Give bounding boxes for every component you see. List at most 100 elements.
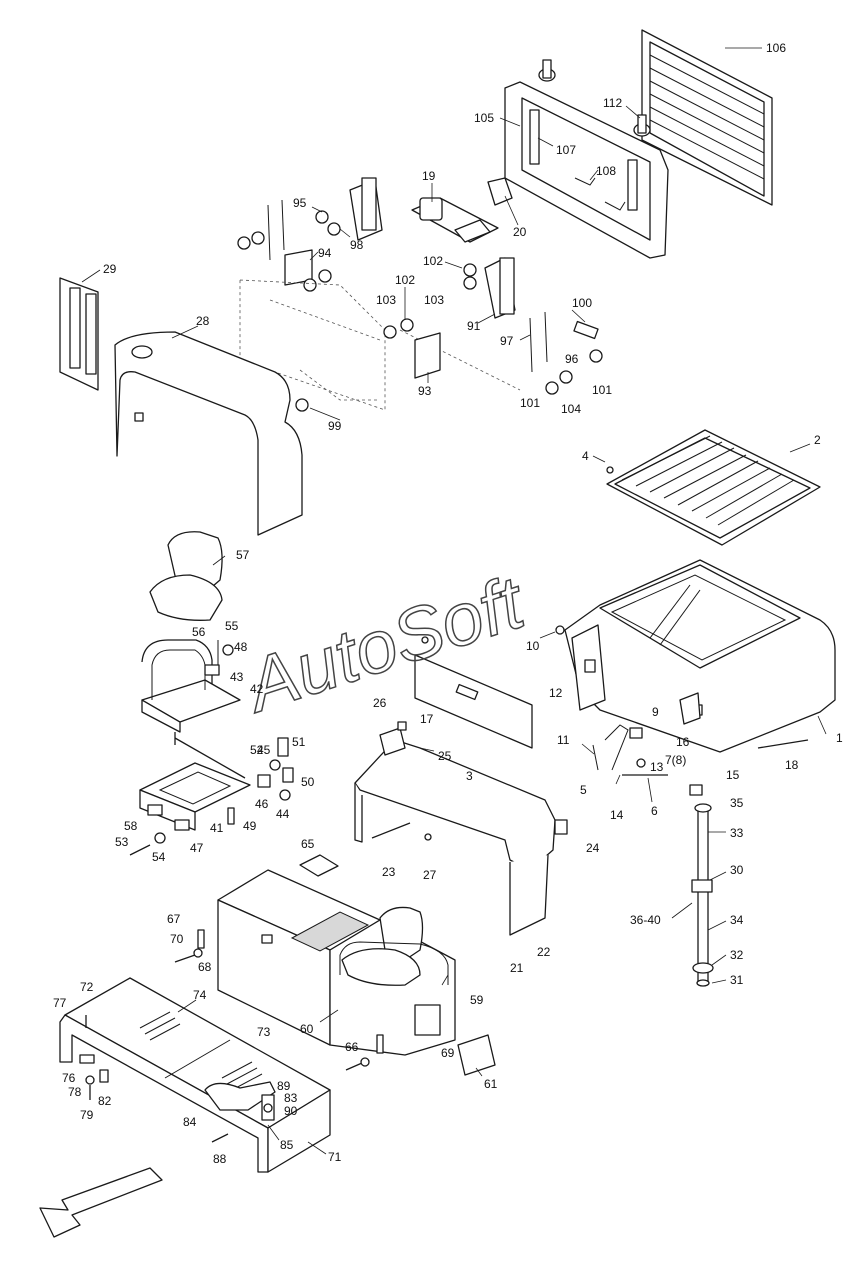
callout-95: 95 <box>293 196 307 210</box>
part-1-housing <box>564 559 836 753</box>
part-19-bracket <box>411 197 499 243</box>
part-23-bar <box>371 822 432 841</box>
callout-47: 47 <box>190 841 204 855</box>
callout-20: 20 <box>513 225 527 239</box>
callout-66: 66 <box>345 1040 359 1054</box>
direction-arrow <box>39 1167 163 1238</box>
callout-79: 79 <box>80 1108 94 1122</box>
part-84-pedal <box>204 1081 276 1121</box>
callout-5: 5 <box>580 783 587 797</box>
callout-18: 18 <box>785 758 799 772</box>
part-51-52-fittings <box>257 737 294 801</box>
callout-11: 11 <box>557 733 570 747</box>
callout-48: 48 <box>234 640 248 654</box>
callout-57: 57 <box>236 548 250 562</box>
callout-23: 23 <box>382 865 396 879</box>
callout-24: 24 <box>586 841 600 855</box>
callout-6: 6 <box>651 804 658 818</box>
callout-42: 42 <box>250 682 264 696</box>
callout-70: 70 <box>170 932 184 946</box>
callout-65: 65 <box>301 837 315 851</box>
part-33-column <box>691 803 714 987</box>
callout-83: 83 <box>284 1091 298 1105</box>
callout-36-40: 36-40 <box>630 913 661 927</box>
part-20-switch <box>487 177 513 206</box>
callout-100: 100 <box>572 296 592 310</box>
callout-7-8: 7(8) <box>665 753 686 767</box>
part-76-82-fittings <box>79 1015 229 1143</box>
callout-44: 44 <box>276 807 290 821</box>
mounting-ghost-outline <box>239 279 521 411</box>
callout-31: 31 <box>730 973 744 987</box>
callout-55: 55 <box>225 619 239 633</box>
callout-73: 73 <box>257 1025 271 1039</box>
callout-69: 69 <box>441 1046 455 1060</box>
callout-77: 77 <box>53 996 67 1010</box>
callout-2: 2 <box>814 433 821 447</box>
callout-34: 34 <box>730 913 744 927</box>
callout-17: 17 <box>420 712 434 726</box>
callout-68: 68 <box>198 960 212 974</box>
part-102-103-nuts <box>383 263 477 339</box>
callout-72: 72 <box>80 980 94 994</box>
callout-32: 32 <box>730 948 744 962</box>
part-95-bolts <box>237 199 341 261</box>
part-93-plate <box>414 332 441 379</box>
callout-46: 46 <box>255 797 269 811</box>
callout-14: 14 <box>610 808 624 822</box>
callout-3: 3 <box>466 769 473 783</box>
callout-29: 29 <box>103 262 117 276</box>
callout-30: 30 <box>730 863 744 877</box>
callout-97: 97 <box>500 334 514 348</box>
callout-56: 56 <box>192 625 206 639</box>
callout-15: 15 <box>726 768 740 782</box>
callout-45: 45 <box>257 743 271 757</box>
callout-60: 60 <box>300 1022 314 1036</box>
callout-28: 28 <box>196 314 210 328</box>
callout-27: 27 <box>423 868 437 882</box>
part-91-bracket <box>484 257 516 319</box>
part-105-frame <box>504 59 669 259</box>
callout-12: 12 <box>549 686 563 700</box>
callout-22: 22 <box>537 945 551 959</box>
callout-53: 53 <box>115 835 129 849</box>
callout-51: 51 <box>292 735 306 749</box>
part-45-rod <box>174 732 246 779</box>
callout-43: 43 <box>230 670 244 684</box>
part-57-seat <box>149 531 223 621</box>
callout-9: 9 <box>652 705 659 719</box>
callout-52-visible: 52 <box>250 743 264 757</box>
callout-102: 102 <box>423 254 443 268</box>
callout-85: 85 <box>280 1138 294 1152</box>
callout-10: 10 <box>526 639 540 653</box>
callout-93: 93 <box>418 384 432 398</box>
part-5-14-6-rods <box>592 724 809 796</box>
callout-54: 54 <box>152 850 166 864</box>
part-98-bracket <box>349 177 383 241</box>
callout-35: 35 <box>730 796 744 810</box>
callout-74: 74 <box>193 988 207 1002</box>
callout-21: 21 <box>510 961 524 975</box>
part-59-seat <box>339 906 449 986</box>
callout-94: 94 <box>318 246 332 260</box>
part-61-cover <box>457 1034 496 1076</box>
callout-13: 13 <box>650 760 664 774</box>
callout-25: 25 <box>438 749 452 763</box>
callout-106: 106 <box>766 41 786 55</box>
part-29-hinge <box>59 277 99 391</box>
part-41-base-plate <box>129 762 251 856</box>
callout-102b: 102 <box>395 273 415 287</box>
part-25-frame <box>354 721 568 936</box>
part-65-plate <box>299 854 339 877</box>
callout-105: 105 <box>474 111 494 125</box>
callout-96: 96 <box>565 352 579 366</box>
callout-88: 88 <box>213 1152 227 1166</box>
callout-labels: 106 112 105 107 108 19 20 95 98 94 29 10… <box>53 41 843 1166</box>
callout-71: 71 <box>328 1150 342 1164</box>
callout-19: 19 <box>422 169 436 183</box>
callout-1: 1 <box>836 731 843 745</box>
callout-33: 33 <box>730 826 744 840</box>
part-28-hood <box>114 331 303 536</box>
callout-90: 90 <box>284 1104 298 1118</box>
callout-103b: 103 <box>376 293 396 307</box>
